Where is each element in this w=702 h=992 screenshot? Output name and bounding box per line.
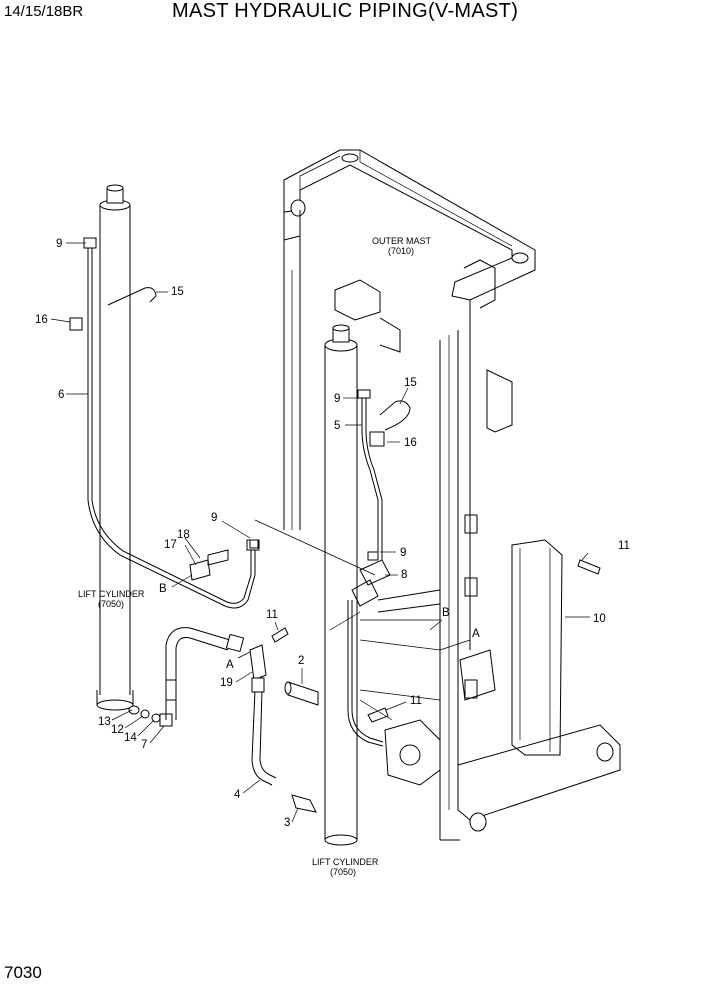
callout-14: 14 bbox=[124, 732, 137, 744]
outer-mast bbox=[283, 149, 621, 841]
callout-9-d: 9 bbox=[400, 547, 406, 559]
lift-cylinder-left bbox=[96, 184, 134, 711]
callout-7: 7 bbox=[141, 739, 147, 751]
callout-9-a: 9 bbox=[56, 238, 62, 250]
lift-cylinder-left-ref: (7050) bbox=[98, 599, 124, 609]
callout-A-b: A bbox=[472, 628, 480, 640]
guard-plate bbox=[511, 539, 563, 756]
lift-cylinder-right bbox=[324, 324, 358, 846]
outer-mast-label: OUTER MAST bbox=[372, 236, 432, 246]
callout-18: 18 bbox=[177, 529, 190, 541]
page-title: MAST HYDRAULIC PIPING(V-MAST) bbox=[172, 0, 519, 22]
callout-3: 3 bbox=[284, 817, 290, 829]
callout-4: 4 bbox=[234, 789, 241, 801]
leader-lines bbox=[50, 242, 590, 823]
page-number: 7030 bbox=[4, 963, 42, 982]
lift-cylinder-bottom-label: LIFT CYLINDER bbox=[312, 857, 379, 867]
callout-12: 12 bbox=[111, 724, 124, 736]
callout-A-a: A bbox=[226, 659, 234, 671]
callout-8: 8 bbox=[401, 569, 407, 581]
lift-cylinder-bottom-ref: (7050) bbox=[330, 867, 356, 877]
callout-15-b: 15 bbox=[404, 377, 417, 389]
callout-9-c: 9 bbox=[211, 512, 217, 524]
callout-17: 17 bbox=[164, 539, 177, 551]
callout-9-b: 9 bbox=[334, 393, 340, 405]
callout-11-b: 11 bbox=[266, 609, 278, 621]
model-label: 14/15/18BR bbox=[4, 3, 84, 20]
callout-11-c: 11 bbox=[410, 695, 422, 707]
callout-5: 5 bbox=[334, 420, 340, 432]
callout-16-b: 16 bbox=[404, 437, 417, 449]
callout-B-b: B bbox=[442, 607, 450, 619]
callout-11-a: 11 bbox=[618, 540, 630, 552]
callout-19: 19 bbox=[220, 677, 233, 689]
lift-cylinder-left-label: LIFT CYLINDER bbox=[78, 589, 145, 599]
piping bbox=[69, 237, 601, 813]
callout-B-a: B bbox=[159, 583, 167, 595]
callout-2: 2 bbox=[298, 655, 304, 667]
callout-15-a: 15 bbox=[171, 286, 184, 298]
callout-13: 13 bbox=[98, 716, 111, 728]
callout-16-a: 16 bbox=[35, 314, 48, 326]
outer-mast-ref: (7010) bbox=[388, 246, 414, 256]
callout-6: 6 bbox=[58, 389, 64, 401]
callout-10: 10 bbox=[593, 613, 606, 625]
